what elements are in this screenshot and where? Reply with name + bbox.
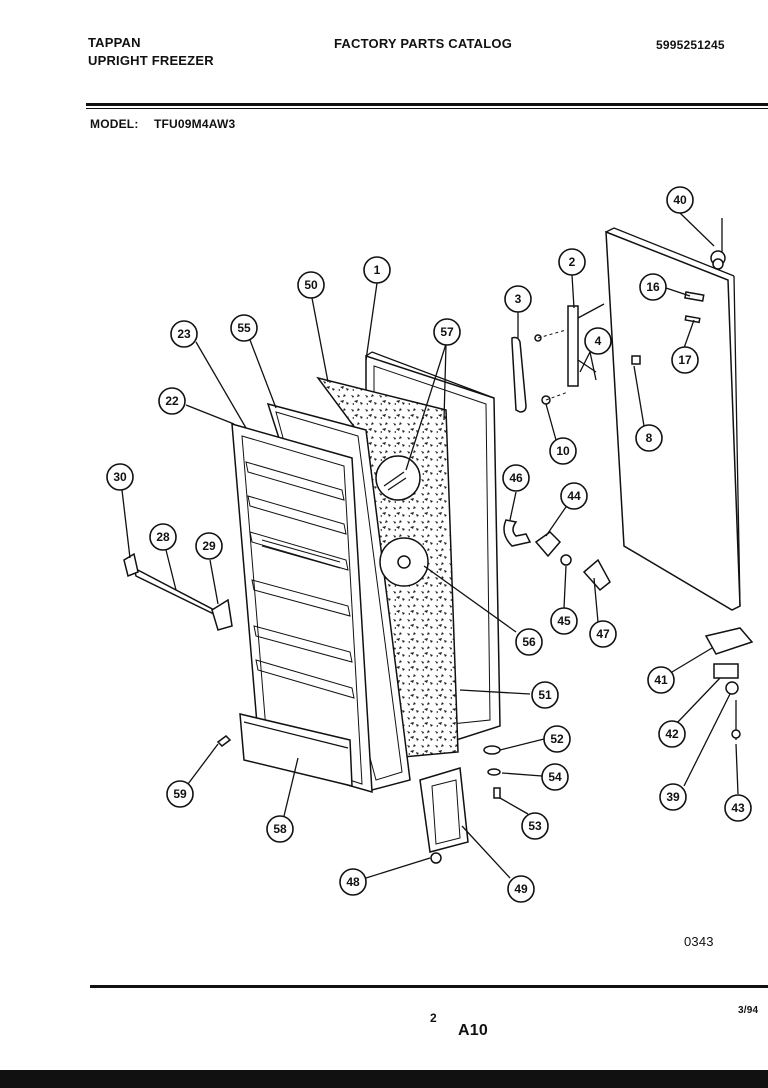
callout-57: 57 — [433, 318, 461, 346]
door-inner-liner — [231, 422, 373, 794]
callout-51: 51 — [531, 681, 559, 709]
callout-1: 1 — [363, 256, 391, 284]
cabinet-side-panel — [605, 227, 741, 611]
header-rule-bottom — [86, 108, 768, 109]
callout-40-text: 40 — [673, 193, 687, 207]
callout-50-text: 50 — [304, 278, 318, 292]
callout-48-text: 48 — [346, 875, 360, 889]
callout-10: 10 — [549, 437, 577, 465]
callout-1-text: 1 — [374, 263, 381, 277]
top-hinge-pin — [710, 218, 726, 270]
scan-bottom-edge — [0, 1070, 768, 1088]
callout-30-text: 30 — [113, 470, 127, 484]
product-name: UPRIGHT FREEZER — [88, 53, 214, 68]
callout-58: 58 — [266, 815, 294, 843]
callout-labels: 40 1 2 50 3 16 23 55 57 4 17 22 10 8 30 … — [106, 186, 752, 903]
callout-28: 28 — [149, 523, 177, 551]
kick-plate — [419, 767, 469, 853]
callout-2: 2 — [558, 248, 586, 276]
callout-42: 42 — [658, 720, 686, 748]
callout-59: 59 — [166, 780, 194, 808]
callout-8: 8 — [635, 424, 663, 452]
callout-55: 55 — [230, 314, 258, 342]
callout-8-text: 8 — [646, 431, 653, 445]
callout-4: 4 — [584, 327, 612, 355]
callout-56: 56 — [515, 628, 543, 656]
callout-17-text: 17 — [678, 353, 692, 367]
door-handle-parts — [511, 303, 605, 413]
callout-43-text: 43 — [731, 801, 745, 815]
shelf-rail — [123, 552, 233, 631]
callout-29: 29 — [195, 532, 223, 560]
callout-17: 17 — [671, 346, 699, 374]
callout-57-text: 57 — [440, 325, 454, 339]
callout-51-text: 51 — [538, 688, 552, 702]
door-bottom-trim — [239, 713, 353, 787]
callout-52: 52 — [543, 725, 571, 753]
catalog-number: 5995251245 — [656, 38, 725, 52]
callout-54-text: 54 — [548, 770, 562, 784]
bottom-hinge-assembly — [704, 627, 754, 740]
page-number: 2 — [430, 1011, 437, 1025]
callout-45-text: 45 — [557, 614, 571, 628]
date-code: 3/94 — [738, 1005, 759, 1016]
leader-lines — [121, 212, 739, 879]
footer-rule — [90, 985, 768, 988]
callout-29-text: 29 — [202, 539, 216, 553]
callout-59-text: 59 — [173, 787, 187, 801]
callout-48: 48 — [339, 868, 367, 896]
callout-47-text: 47 — [596, 627, 610, 641]
callout-53-text: 53 — [528, 819, 542, 833]
callout-16: 16 — [639, 273, 667, 301]
brand-name: TAPPAN — [88, 35, 141, 50]
callout-22-text: 22 — [165, 394, 179, 408]
callout-40: 40 — [666, 186, 694, 214]
callout-50: 50 — [297, 271, 325, 299]
callout-44-text: 44 — [567, 489, 581, 503]
callout-58-text: 58 — [273, 822, 287, 836]
callout-16-text: 16 — [646, 280, 660, 294]
callout-3-text: 3 — [515, 292, 522, 306]
callout-44: 44 — [560, 482, 588, 510]
callout-56-text: 56 — [522, 635, 536, 649]
callout-28-text: 28 — [156, 530, 170, 544]
header-rule-top — [86, 103, 768, 106]
callout-4-text: 4 — [595, 334, 602, 348]
detail-magnifier-bottom — [379, 537, 429, 587]
callout-54: 54 — [541, 763, 569, 791]
callout-43: 43 — [724, 794, 752, 822]
callout-46: 46 — [502, 464, 530, 492]
callout-47: 47 — [589, 620, 617, 648]
model-label: MODEL: — [90, 117, 139, 131]
callout-39: 39 — [659, 783, 687, 811]
section-code: A10 — [458, 1022, 488, 1039]
callout-49: 49 — [507, 875, 535, 903]
drawing-code: 0343 — [684, 934, 714, 949]
callout-23-text: 23 — [177, 327, 191, 341]
callout-39-text: 39 — [666, 790, 680, 804]
callout-10-text: 10 — [556, 444, 570, 458]
callout-49-text: 49 — [514, 882, 528, 896]
callout-41: 41 — [647, 666, 675, 694]
detail-magnifier-top — [375, 455, 421, 501]
callout-23: 23 — [170, 320, 198, 348]
callout-52-text: 52 — [550, 732, 564, 746]
model-number: TFU09M4AW3 — [154, 117, 236, 131]
callout-30: 30 — [106, 463, 134, 491]
callout-3: 3 — [504, 285, 532, 313]
callout-42-text: 42 — [665, 727, 679, 741]
small-hardware — [216, 355, 641, 864]
callout-55-text: 55 — [237, 321, 251, 335]
callout-41-text: 41 — [654, 673, 668, 687]
catalog-title: FACTORY PARTS CATALOG — [334, 36, 513, 51]
callout-22: 22 — [158, 387, 186, 415]
callout-53: 53 — [521, 812, 549, 840]
callout-46-text: 46 — [509, 471, 523, 485]
callout-2-text: 2 — [569, 255, 576, 269]
callout-45: 45 — [550, 607, 578, 635]
